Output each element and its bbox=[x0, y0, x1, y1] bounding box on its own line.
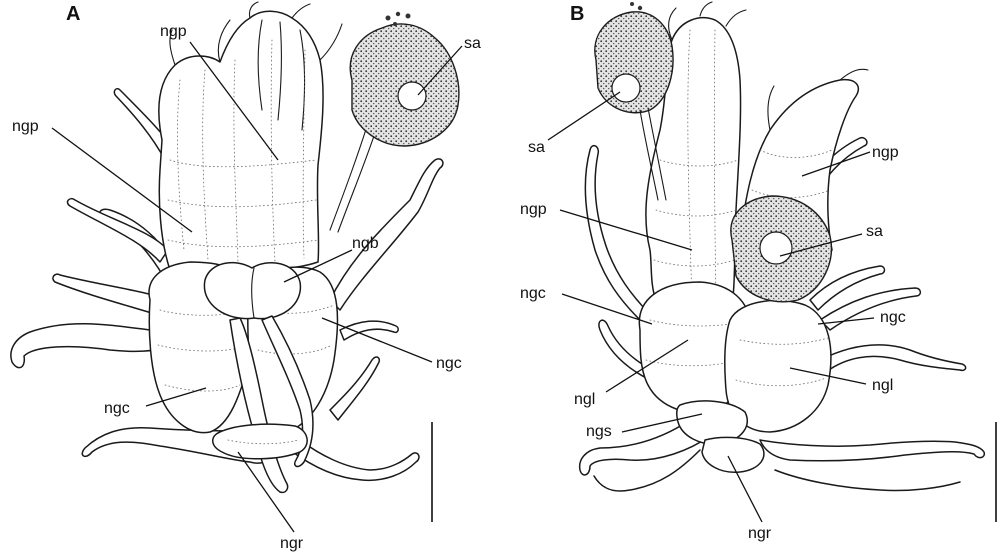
panel-a-tentacles bbox=[10, 87, 444, 482]
label-b-ngl-left: ngl bbox=[574, 391, 595, 408]
label-a-ngb: ngb bbox=[352, 235, 379, 252]
panel-letter-a: A bbox=[66, 3, 80, 25]
panel-a-proboscis bbox=[158, 10, 324, 272]
panel-b-sa-left bbox=[594, 2, 674, 201]
panel-a-sa bbox=[329, 11, 460, 233]
label-a-ngc-left: ngc bbox=[104, 400, 130, 417]
label-b-sa-left: sa bbox=[528, 139, 545, 156]
label-a-sa: sa bbox=[464, 35, 481, 52]
label-b-ngr: ngr bbox=[748, 525, 772, 542]
label-a-ngp-top: ngp bbox=[160, 23, 187, 40]
label-b-ngp-right: ngp bbox=[872, 144, 899, 161]
label-b-ngs: ngs bbox=[586, 423, 612, 440]
panel-b-sa-right bbox=[730, 195, 832, 303]
panel-b-ngr bbox=[701, 436, 765, 473]
panel-a-ngb bbox=[203, 261, 302, 320]
panel-a-ngr bbox=[212, 423, 308, 460]
panel-b: B bbox=[520, 1, 997, 542]
label-a-ngc-right: ngc bbox=[436, 355, 462, 372]
label-b-ngc-left: ngc bbox=[520, 285, 546, 302]
label-b-ngp-left: ngp bbox=[520, 201, 547, 218]
panel-a: A bbox=[10, 1, 481, 552]
panel-letter-b: B bbox=[570, 3, 584, 25]
label-b-sa-right: sa bbox=[866, 223, 883, 240]
label-b-ngl-right: ngl bbox=[872, 377, 893, 394]
label-a-ngr: ngr bbox=[280, 535, 304, 552]
label-a-ngp-left: ngp bbox=[12, 118, 39, 135]
panel-b-ngl-right bbox=[724, 299, 832, 433]
label-b-ngc-right: ngc bbox=[880, 309, 906, 326]
